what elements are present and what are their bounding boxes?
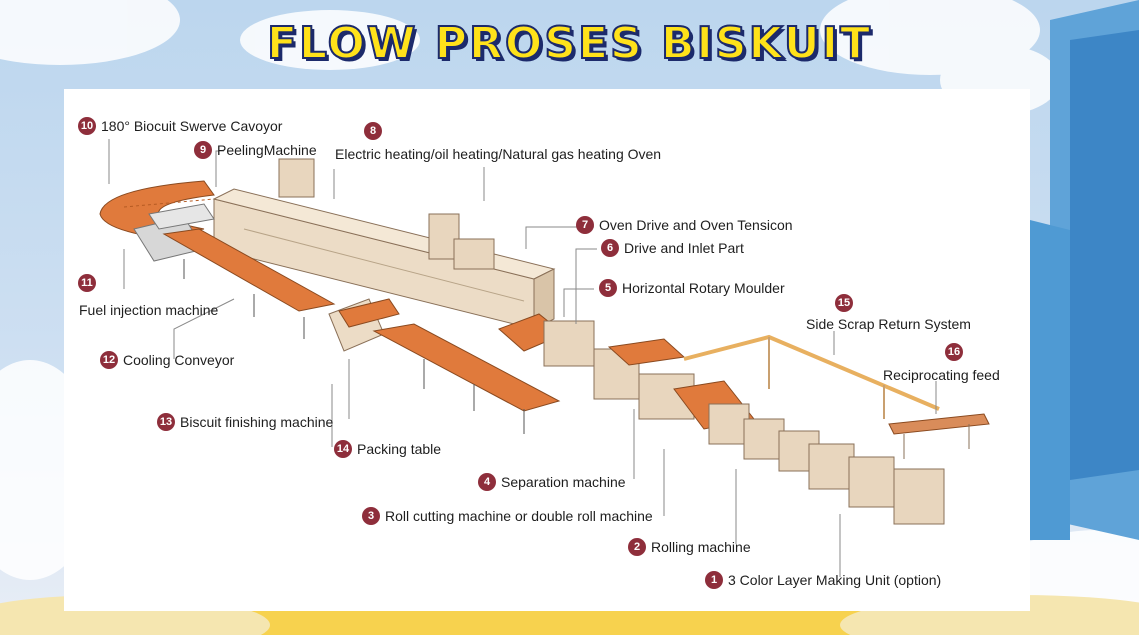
label-16-reciprocating-feed: Reciprocating feed [883, 366, 1000, 384]
label-1-color-layer: 1 3 Color Layer Making Unit (option) [705, 571, 941, 589]
side-scrap-return-system [683, 334, 940, 419]
badge-11: 11 [78, 274, 96, 292]
label-15-badge-wrap: 15 [835, 294, 853, 312]
badge-2: 2 [628, 538, 646, 556]
label-11-fuel-injection: Fuel injection machine [79, 301, 218, 319]
label-4-text: Separation machine [501, 474, 626, 490]
label-10-text: 180° Biocuit Swerve Cavoyor [101, 118, 283, 134]
badge-4: 4 [478, 473, 496, 491]
badge-6: 6 [601, 239, 619, 257]
label-15-text: Side Scrap Return System [806, 316, 971, 332]
badge-16: 16 [945, 343, 963, 361]
label-3-roll-cutting: 3 Roll cutting machine or double roll ma… [362, 507, 653, 525]
label-5-text: Horizontal Rotary Moulder [622, 280, 785, 296]
label-14-packing-table: 14 Packing table [334, 440, 441, 458]
biscuit-finishing-machine [328, 298, 400, 352]
fuel-injection-machine [133, 203, 215, 262]
badge-15: 15 [835, 294, 853, 312]
leader-lines [108, 139, 937, 577]
label-2-text: Rolling machine [651, 539, 751, 555]
label-6-text: Drive and Inlet Part [624, 240, 744, 256]
label-14-text: Packing table [357, 441, 442, 457]
rolling-machines [708, 403, 945, 525]
label-13-text: Biscuit finishing machine [180, 414, 334, 430]
label-8-text: Electric heating/oil heating/Natural gas… [335, 146, 662, 162]
label-16-text: Reciprocating feed [883, 367, 1000, 383]
label-7-text: Oven Drive and Oven Tensicon [599, 217, 793, 233]
label-12-text: Cooling Conveyor [123, 352, 235, 368]
background-buildings [1030, 0, 1139, 540]
label-5-rotary-moulder: 5 Horizontal Rotary Moulder [599, 279, 785, 297]
label-7-oven-drive: 7 Oven Drive and Oven Tensicon [576, 216, 793, 234]
badge-14: 14 [334, 440, 352, 458]
badge-13: 13 [157, 413, 175, 431]
badge-7: 7 [576, 216, 594, 234]
label-1-text: 3 Color Layer Making Unit (option) [728, 572, 942, 588]
label-12-cooling-conveyor: 12 Cooling Conveyor [100, 351, 234, 369]
label-6-drive-inlet: 6 Drive and Inlet Part [601, 239, 744, 257]
packing-table [372, 323, 561, 434]
label-8-badge-wrap: 8 [364, 122, 382, 140]
cooling-conveyor [162, 228, 336, 339]
badge-8: 8 [364, 122, 382, 140]
label-3-text: Roll cutting machine or double roll mach… [385, 508, 653, 524]
badge-9: 9 [194, 141, 212, 159]
label-15-scrap-return: Side Scrap Return System [806, 315, 971, 333]
badge-12: 12 [100, 351, 118, 369]
label-13-finishing-machine: 13 Biscuit finishing machine [157, 413, 333, 431]
badge-10: 10 [78, 117, 96, 135]
label-4-separation: 4 Separation machine [478, 473, 626, 491]
label-9-text: PeelingMachine [217, 142, 317, 158]
label-9-peeling-machine: 9 PeelingMachine [194, 141, 317, 159]
badge-1: 1 [705, 571, 723, 589]
reciprocating-feed [888, 413, 990, 459]
label-10-swerve-conveyor: 10 180° Biocuit Swerve Cavoyor [78, 117, 282, 135]
label-2-rolling: 2 Rolling machine [628, 538, 751, 556]
label-11-text: Fuel injection machine [79, 302, 219, 318]
badge-3: 3 [362, 507, 380, 525]
diagram-panel: 10 180° Biocuit Swerve Cavoyor 9 Peeling… [64, 89, 1030, 611]
label-8-oven: Electric heating/oil heating/Natural gas… [335, 145, 661, 163]
production-line-diagram [99, 139, 990, 577]
badge-5: 5 [599, 279, 617, 297]
page-title: FLOW PROSES BISKUIT [266, 17, 873, 70]
label-11-badge-wrap: 11 [78, 274, 96, 292]
label-16-badge-wrap: 16 [945, 343, 963, 361]
